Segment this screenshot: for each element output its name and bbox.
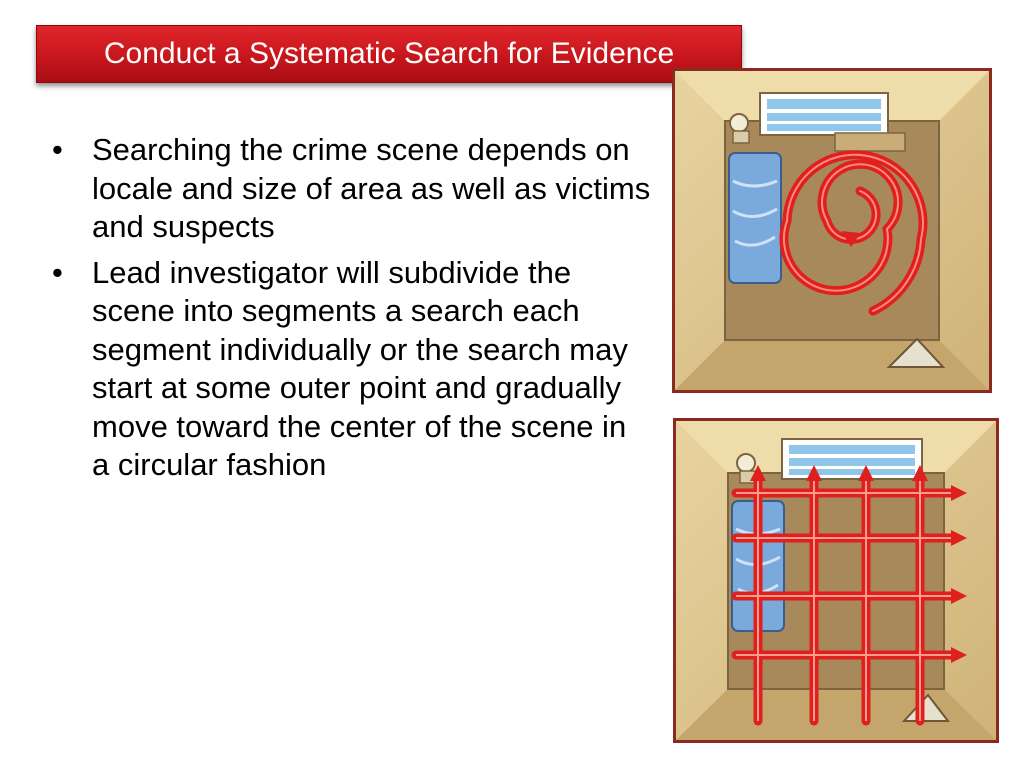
bullet-item: • Searching the crime scene depends on l… <box>52 131 652 247</box>
bullet-icon: • <box>52 132 63 167</box>
door-icon <box>886 337 946 368</box>
window-icon <box>781 438 923 480</box>
grid-highlights <box>736 481 951 721</box>
bullet-text: Searching the crime scene depends on loc… <box>92 132 651 244</box>
bed-icon <box>728 152 782 284</box>
window-icon <box>759 92 889 136</box>
spiral-search-diagram <box>672 68 992 393</box>
grid-room-illustration <box>676 421 996 740</box>
slide-title: Conduct a Systematic Search for Evidence <box>103 37 675 70</box>
bullet-list: • Searching the crime scene depends on l… <box>52 131 652 492</box>
bullet-text: Lead investigator will subdivide the sce… <box>92 254 628 483</box>
arrowheads <box>750 465 967 663</box>
spiral-room-illustration <box>675 71 989 390</box>
spiral-arrow-icon <box>779 150 928 316</box>
slide-title-bar: Conduct a Systematic Search for Evidence <box>36 25 742 83</box>
grid-search-diagram <box>673 418 999 743</box>
wall-bottom <box>676 689 996 740</box>
bullet-item: • Lead investigator will subdivide the s… <box>52 254 652 485</box>
bullet-icon: • <box>52 254 63 290</box>
lamp-icon <box>729 113 750 144</box>
dresser <box>834 132 906 152</box>
